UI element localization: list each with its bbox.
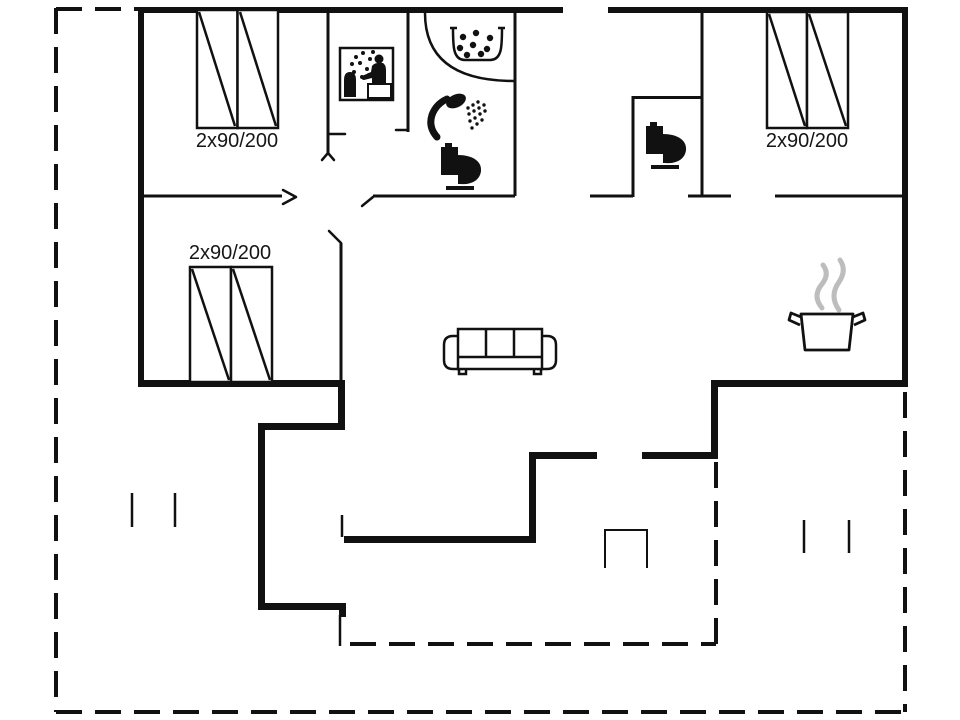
bed-size-label: 2x90/200 [195,130,279,152]
cooking-pot-icon [787,257,867,352]
sauna-icon [338,46,395,102]
bed-top-right-icon [765,10,850,130]
interior-walls [141,13,902,381]
terrace-dashed-outline [54,7,907,714]
whirlpool-icon [450,26,505,62]
bed-top-left-icon [195,8,280,130]
sofa-icon [442,327,558,376]
lower-boundary-walls [138,380,908,617]
bed-size-label: 2x90/200 [188,242,272,264]
toilet-icon-bathroom [441,143,482,190]
toilet-icon-wc [646,122,687,169]
door-swing-marks [281,128,410,245]
shower-icon [427,93,487,141]
shower-corner-arc [423,12,515,83]
terrace-marks [130,493,851,646]
bed-lower-left-icon [188,265,274,384]
bed-size-label: 2x90/200 [765,130,849,152]
